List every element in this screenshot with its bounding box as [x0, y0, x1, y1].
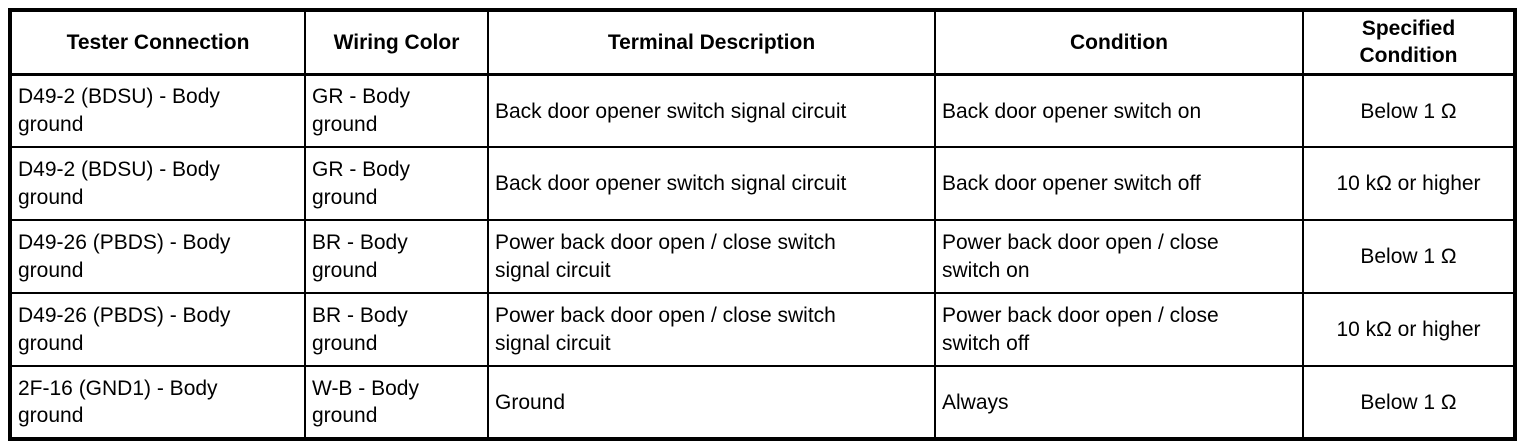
- cell-condition: Power back door open / close switch on: [934, 219, 1304, 294]
- cell-condition: Back door opener switch on: [934, 73, 1304, 148]
- cell-specified-condition: 10 kΩ or higher: [1302, 292, 1516, 367]
- header-wiring-color-label: Wiring Color: [333, 31, 460, 54]
- cell-tester-connection: D49-26 (PBDS) - Body ground: [9, 292, 306, 367]
- cell-terminal-description: Back door opener switch signal circuit: [487, 146, 936, 221]
- cell-specified-condition: 10 kΩ or higher: [1302, 146, 1516, 221]
- cell-wiring-color: BR - Body ground: [304, 292, 489, 367]
- cell-tester-connection: 2F-16 (GND1) - Body ground: [9, 365, 306, 440]
- table-row: D49-26 (PBDS) - Body ground BR - Body gr…: [9, 292, 1516, 367]
- cell-condition: Always: [934, 365, 1304, 440]
- table-row: D49-26 (PBDS) - Body ground BR - Body gr…: [9, 219, 1516, 294]
- cell-tester-connection: D49-26 (PBDS) - Body ground: [9, 219, 306, 294]
- cell-wiring-color: BR - Body ground: [304, 219, 489, 294]
- cell-terminal-description: Power back door open / close switch sign…: [487, 292, 936, 367]
- table-row: D49-2 (BDSU) - Body ground GR - Body gro…: [9, 146, 1516, 221]
- header-specified-condition: Specified Condition: [1302, 9, 1516, 76]
- cell-wiring-color: GR - Body ground: [304, 73, 489, 148]
- cell-wiring-color: W-B - Body ground: [304, 365, 489, 440]
- cell-terminal-description: Back door opener switch signal circuit: [487, 73, 936, 148]
- cell-specified-condition: Below 1 Ω: [1302, 73, 1516, 148]
- table-header-row: Tester Connection Wiring Color Terminal …: [9, 9, 1516, 76]
- terminal-inspection-table: Tester Connection Wiring Color Terminal …: [8, 8, 1517, 441]
- table-row: 2F-16 (GND1) - Body ground W-B - Body gr…: [9, 365, 1516, 440]
- cell-terminal-description: Ground: [487, 365, 936, 440]
- header-tester-connection-label: Tester Connection: [66, 31, 250, 54]
- header-condition-label: Condition: [1070, 31, 1168, 54]
- table-row: D49-2 (BDSU) - Body ground GR - Body gro…: [9, 73, 1516, 148]
- header-condition: Condition: [934, 9, 1304, 76]
- cell-condition: Power back door open / close switch off: [934, 292, 1304, 367]
- cell-condition: Back door opener switch off: [934, 146, 1304, 221]
- cell-terminal-description: Power back door open / close switch sign…: [487, 219, 936, 294]
- header-tester-connection: Tester Connection: [9, 9, 306, 76]
- cell-wiring-color: GR - Body ground: [304, 146, 489, 221]
- cell-tester-connection: D49-2 (BDSU) - Body ground: [9, 73, 306, 148]
- cell-tester-connection: D49-2 (BDSU) - Body ground: [9, 146, 306, 221]
- header-wiring-color: Wiring Color: [304, 9, 489, 76]
- cell-specified-condition: Below 1 Ω: [1302, 365, 1516, 440]
- cell-specified-condition: Below 1 Ω: [1302, 219, 1516, 294]
- header-terminal-description-label: Terminal Description: [607, 31, 816, 54]
- header-terminal-description: Terminal Description: [487, 9, 936, 76]
- header-specified-condition-label: Specified Condition: [1359, 16, 1458, 68]
